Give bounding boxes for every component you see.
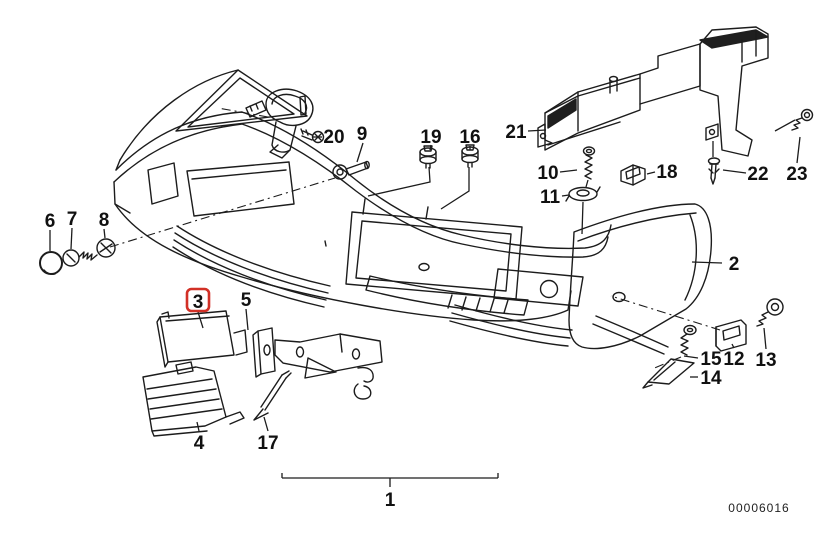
part-number-text: 4 — [194, 433, 205, 454]
part-label-8[interactable]: 8 — [99, 210, 110, 231]
part-number-text: 12 — [723, 349, 744, 370]
part-number-text: 17 — [257, 433, 278, 454]
selected-part-highlight-box — [185, 287, 211, 313]
speed-nut-11-drawing — [565, 186, 601, 202]
part-label-10[interactable]: 10 — [537, 163, 558, 184]
part-label-18[interactable]: 18 — [656, 162, 677, 183]
diagram-code: 00006016 — [728, 501, 789, 515]
part-label-2[interactable]: 2 — [729, 254, 740, 275]
stay-rod-17-drawing — [253, 370, 292, 421]
screw-23-drawing — [791, 108, 814, 131]
part-1-bracket-line — [281, 473, 499, 487]
air-duct-drawing — [537, 26, 769, 157]
part-number-text: 15 — [700, 349, 722, 370]
part-number-text: 5 — [241, 290, 252, 311]
part-number-text: 19 — [420, 127, 441, 148]
part-number-text: 18 — [656, 162, 677, 183]
part-number-text: 13 — [755, 350, 776, 371]
part-number-text: 10 — [537, 163, 558, 184]
part-label-7[interactable]: 7 — [67, 209, 78, 230]
part-number-text: 7 — [67, 209, 78, 230]
part-label-15[interactable]: 15 — [700, 349, 722, 370]
part-number-text: 23 — [786, 164, 807, 185]
part-number-text: 2 — [729, 254, 740, 275]
part-label-23[interactable]: 23 — [786, 164, 807, 185]
part-label-20[interactable]: 20 — [323, 127, 344, 148]
trim-strip-14-drawing — [642, 358, 695, 389]
part-label-17[interactable]: 17 — [257, 433, 278, 454]
assembly-centerlines — [109, 107, 721, 370]
part-label-13[interactable]: 13 — [755, 350, 776, 371]
part-label-14[interactable]: 14 — [700, 368, 722, 389]
washer-7-drawing — [62, 249, 80, 267]
part-number-text: 1 — [385, 490, 396, 511]
part-label-21[interactable]: 21 — [505, 122, 527, 143]
clip-plate-12-drawing — [715, 319, 747, 352]
part-number-text: 14 — [700, 368, 722, 389]
part-number-text: 9 — [357, 124, 368, 145]
part-number-text: 3 — [193, 292, 204, 313]
part-label-9[interactable]: 9 — [357, 124, 368, 145]
part-label-16[interactable]: 16 — [459, 127, 480, 148]
expanding-rivet-19-drawing — [419, 145, 437, 169]
part-number-text: 22 — [747, 164, 768, 185]
part-number-text: 20 — [323, 127, 344, 148]
part-label-6[interactable]: 6 — [45, 211, 56, 232]
spring-screw-10-drawing — [582, 146, 596, 180]
cover-3-drawing — [156, 310, 248, 368]
part-number-text: 8 — [99, 210, 110, 231]
part-label-19[interactable]: 19 — [420, 127, 441, 148]
part-number-text: 21 — [505, 122, 527, 143]
part-label-3[interactable]: 3 — [185, 287, 211, 313]
part-number-text: 6 — [45, 211, 56, 232]
screw-9-drawing — [332, 160, 370, 180]
pin-22-drawing — [707, 157, 721, 185]
clip-18-drawing — [620, 164, 646, 186]
part-label-12[interactable]: 12 — [723, 349, 744, 370]
screw-8-drawing — [78, 238, 116, 261]
part-number-text: 11 — [540, 187, 561, 208]
part-label-22[interactable]: 22 — [747, 164, 768, 185]
part-label-11[interactable]: 11 — [540, 187, 561, 208]
part-label-5[interactable]: 5 — [241, 290, 252, 311]
part-label-4[interactable]: 4 — [194, 433, 205, 454]
spring-screw-15-drawing — [680, 324, 697, 356]
bumper-end-cap-drawing — [568, 203, 713, 355]
screw-13-drawing — [756, 298, 784, 327]
part-number-text: 16 — [459, 127, 480, 148]
support-bracket-5-drawing — [252, 327, 383, 400]
front-apron-drawing — [113, 69, 612, 347]
side-grille-4-drawing — [142, 361, 245, 437]
part-label-1[interactable]: 1 — [385, 490, 396, 511]
cap-6-drawing — [39, 251, 63, 275]
leader-lines — [49, 119, 801, 432]
